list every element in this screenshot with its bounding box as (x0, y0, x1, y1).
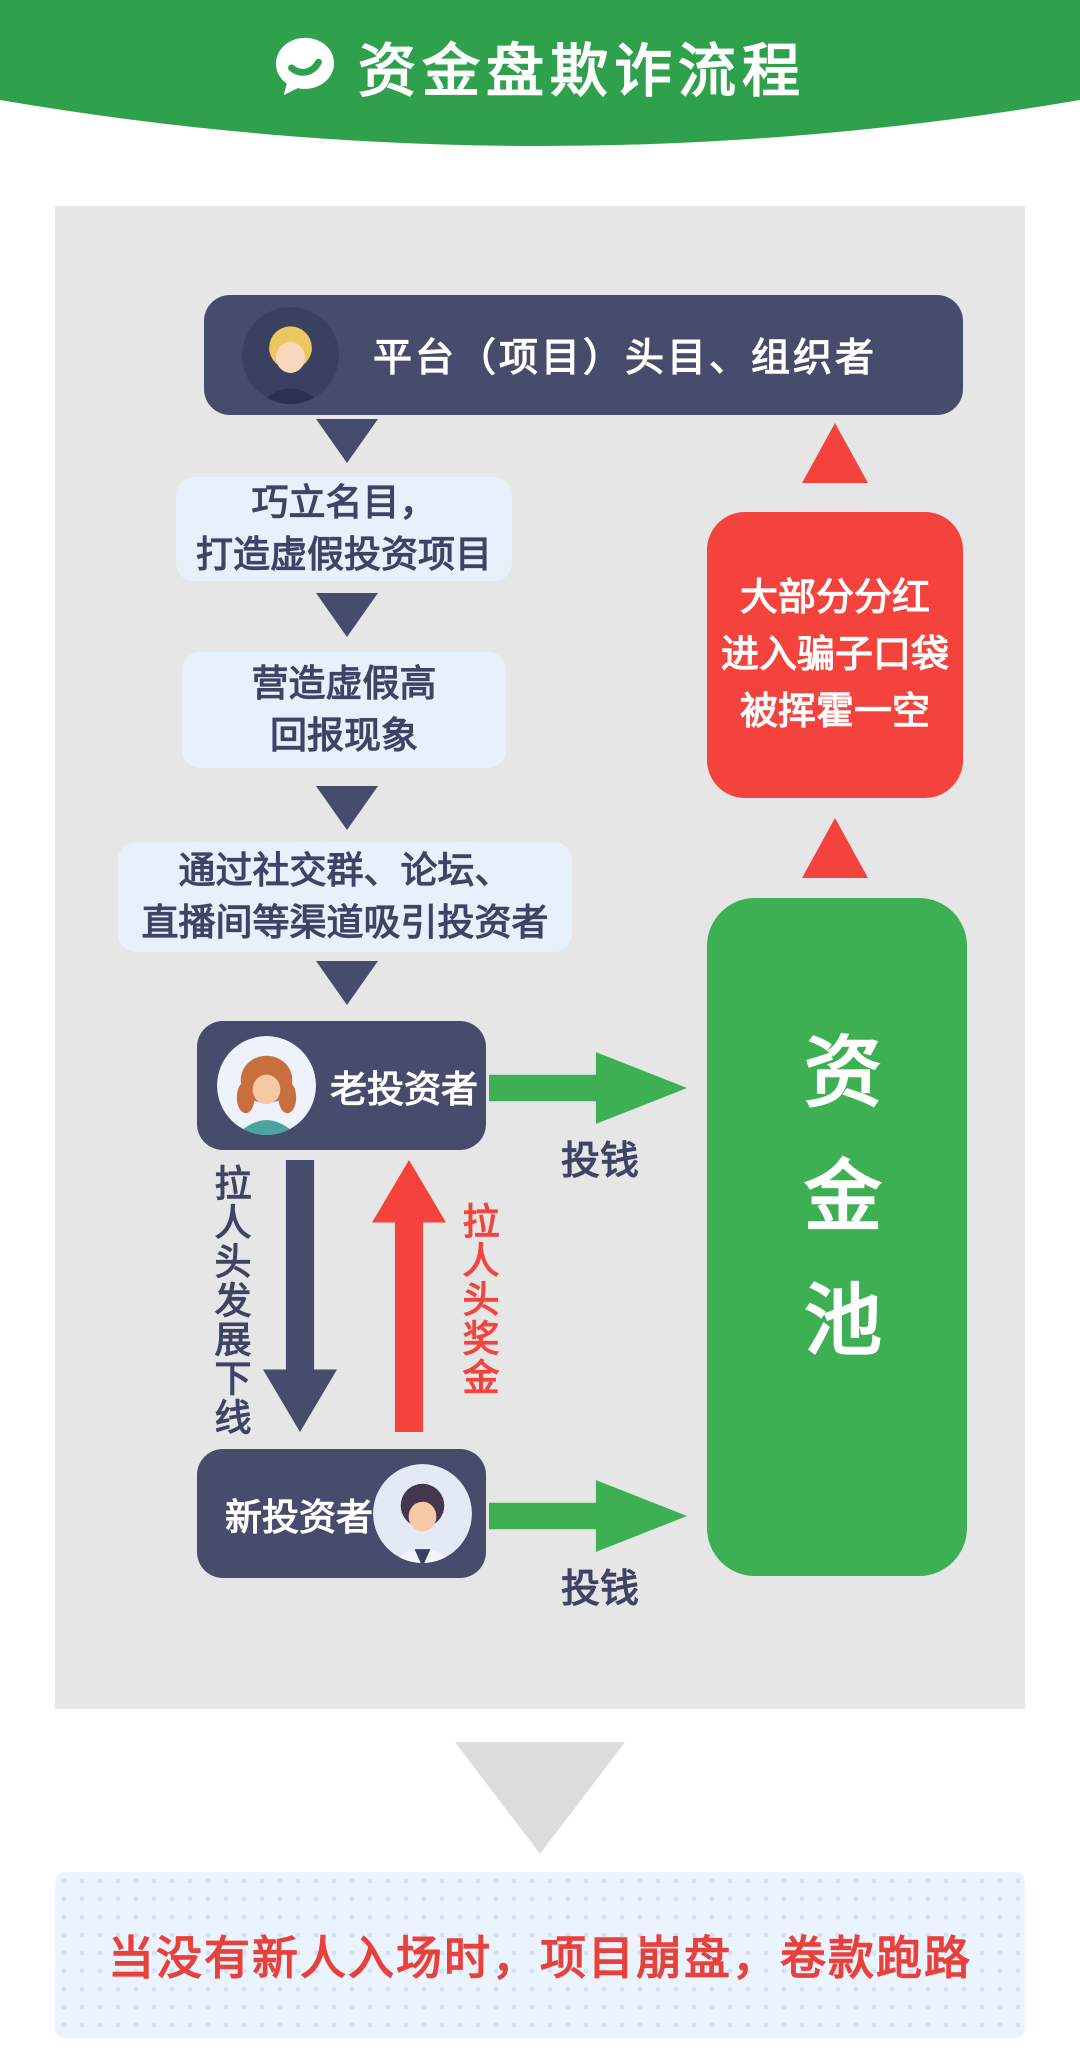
invest-label-new: 投钱 (560, 1568, 639, 1611)
header-green-banner (0, 0, 1080, 146)
step-3-box: 通过社交群、论坛、 直播间等渠道吸引投资者 (118, 842, 572, 952)
invest-label-old: 投钱 (560, 1140, 639, 1183)
money-pool-label: 资金池 (793, 1031, 881, 1403)
warning-banner: 当没有新人入场时，项目崩盘，卷款跑路 (55, 1872, 1025, 2038)
organizer-avatar-icon (242, 306, 339, 404)
page-title: 资金盘欺诈流程 (357, 39, 806, 104)
new-investor-avatar-icon (373, 1464, 472, 1563)
bonus-label: 拉人头奖金 (457, 1202, 498, 1397)
step-2-box: 营造虚假高 回报现象 (182, 652, 506, 768)
new-investor-label: 新投资者 (225, 1496, 373, 1538)
money-pool-node: 资金池 (707, 898, 967, 1576)
recruit-label: 拉人头发展下线 (209, 1164, 250, 1437)
old-investor-label: 老投资者 (330, 1068, 478, 1110)
old-investor-node: 老投资者 (197, 1021, 486, 1150)
organizer-node: 平台（项目）头目、组织者 (204, 295, 963, 415)
transition-arrow-down-icon (455, 1742, 625, 1854)
old-investor-avatar-icon (217, 1036, 316, 1135)
new-investor-node: 新投资者 (197, 1449, 486, 1578)
step-1-box: 巧立名目， 打造虚假投资项目 (176, 477, 512, 581)
dividend-node: 大部分分红 进入骗子口袋 被挥霍一空 (707, 512, 963, 798)
organizer-label: 平台（项目）头目、组织者 (373, 337, 878, 380)
speech-bubble-icon (275, 37, 335, 96)
header: 资金盘欺诈流程 (0, 24, 1080, 108)
